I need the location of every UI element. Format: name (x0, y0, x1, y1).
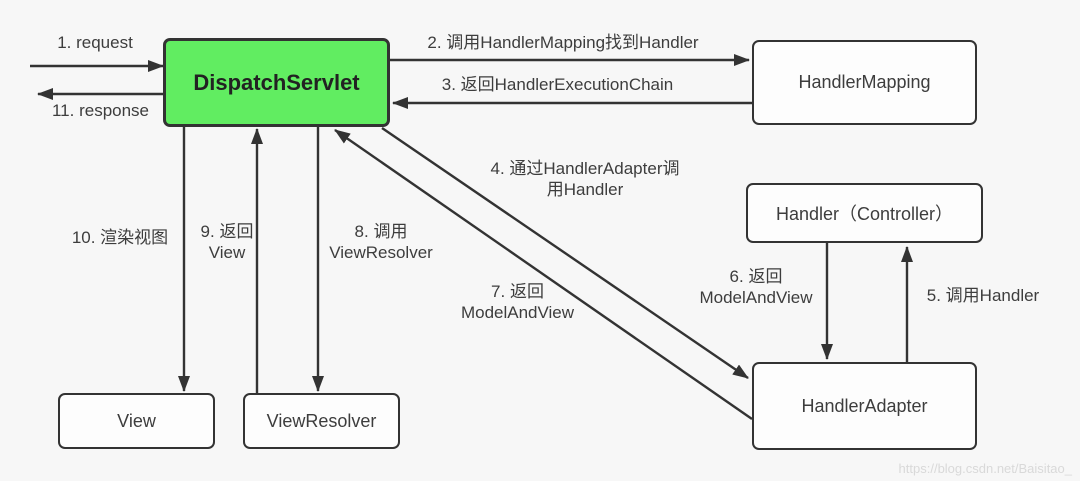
edge-label-return-view-line1: 9. 返回 (200, 222, 254, 241)
watermark: https://blog.csdn.net/Baisitao_ (898, 461, 1072, 476)
edge-label-request: 1. request (57, 33, 133, 52)
node-handler-controller: Handler（Controller） (746, 183, 983, 243)
arrow-call-handleradapter (381, 127, 749, 379)
edge-label-render-view: 10. 渲染视图 (71, 228, 169, 247)
edge-label-call-handleradapter-line2: 用Handler (546, 180, 624, 199)
edge-label-return-mav-adapter-line1: 6. 返回 (729, 267, 783, 286)
node-handler-mapping: HandlerMapping (752, 40, 977, 125)
edge-label-call-viewresolver-line2: ViewResolver (329, 243, 433, 262)
edge-label-call-viewresolver: 8. 调用 ViewResolver (320, 221, 442, 263)
node-handler-adapter: HandlerAdapter (752, 362, 977, 450)
node-dispatch-servlet: DispatchServlet (163, 38, 390, 127)
edge-label-return-mav-adapter-line2: ModelAndView (699, 288, 813, 307)
edge-label-return-mav-servlet-line1: 7. 返回 (491, 282, 544, 301)
edge-label-return-mav-servlet-line2: ModelAndView (460, 303, 575, 322)
arrow-return-modelandview-servlet (334, 129, 753, 420)
edge-label-response: 11. response (51, 101, 150, 120)
edge-label-return-modelandview-adapter: 6. 返回 ModelAndView (685, 266, 827, 308)
edge-label-return-view: 9. 返回 View (186, 221, 268, 263)
edge-label-return-modelandview-servlet: 7. 返回 ModelAndView (435, 281, 600, 323)
edge-label-return-executionchain: 3. 返回HandlerExecutionChain (441, 75, 674, 94)
node-view: View (58, 393, 215, 449)
edge-label-call-handleradapter-line1: 4. 通过HandlerAdapter调 (490, 159, 680, 178)
node-view-resolver: ViewResolver (243, 393, 400, 449)
edge-label-call-handlermapping: 2. 调用HandlerMapping找到Handler (427, 33, 699, 52)
edge-label-call-viewresolver-line1: 8. 调用 (354, 222, 408, 241)
edge-label-return-view-line2: View (208, 243, 246, 262)
edge-label-call-handler: 5. 调用Handler (926, 286, 1040, 305)
edge-label-call-handleradapter: 4. 通过HandlerAdapter调 用Handler (460, 158, 710, 200)
